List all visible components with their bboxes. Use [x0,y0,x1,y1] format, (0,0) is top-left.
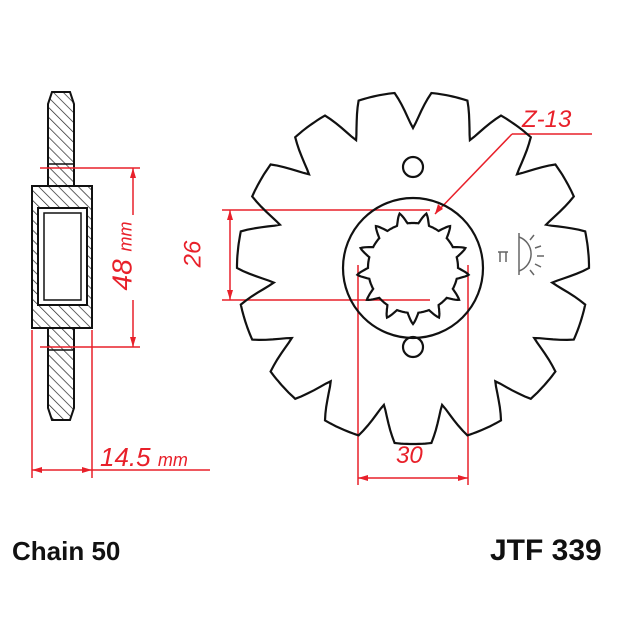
bolt-hole-bottom [401,335,425,359]
width-unit: mm [157,450,188,470]
hub-dia-label: 48 mm [106,222,138,291]
hub-dia-value: 48 [106,259,138,291]
spline-teeth-label: Z-13 [522,106,572,133]
logo-icon [498,233,544,276]
lower-tooth-section [47,327,75,421]
side-view [31,91,93,421]
spline-bore-circle [341,196,485,340]
upper-tooth-section [47,91,75,188]
hub-dia-unit: mm [115,221,136,252]
sprocket-outline [235,91,591,446]
front-view [235,91,591,446]
width-label: 14.5 mm [100,442,188,473]
part-number: JTF 339 [490,534,602,567]
dimension-lines [31,133,592,485]
bolt-hole-top [401,155,425,179]
spline-outer-dia-label: 30 [396,442,423,469]
spline-profile [355,211,471,326]
width-value: 14.5 [100,442,151,472]
spline-inner-dia-label: 26 [179,240,207,268]
chain-label: Chain 50 [12,536,121,566]
